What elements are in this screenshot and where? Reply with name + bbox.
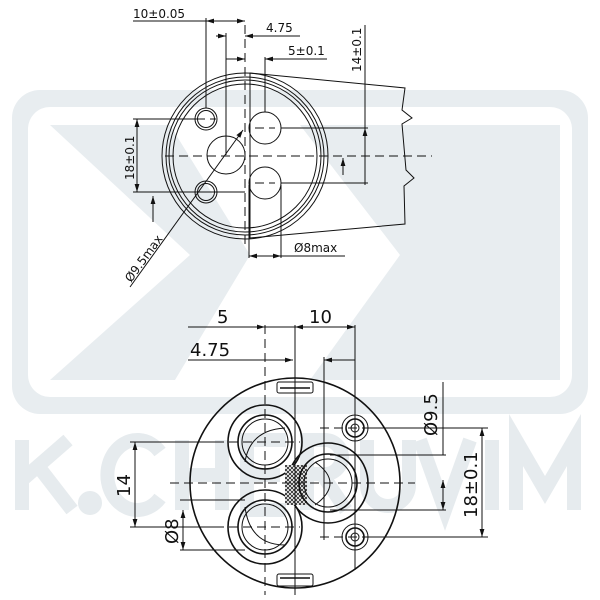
dim-d9-5: Ø9.5 <box>421 393 442 436</box>
dim-5: 5 <box>217 307 228 328</box>
cartridge-body-outline <box>249 72 415 239</box>
dim-14-0-1-top: 14±0.1 <box>350 28 364 72</box>
dim-10-0-05: 10±0.05 <box>133 7 185 21</box>
dim-4-75-top: 4.75 <box>266 21 293 35</box>
dim-18-0-1: 18±0.1 <box>461 451 482 518</box>
dim-5-0-1-top: 5±0.1 <box>288 44 325 58</box>
dim-d8: Ø8 <box>162 518 183 544</box>
dim-d9-5max: Ø9.5max <box>122 232 165 284</box>
watermark-logo <box>12 90 588 531</box>
dim-10: 10 <box>309 307 332 328</box>
dim-14: 14 <box>114 474 135 497</box>
bottom-view: 5 10 4.75 14 Ø8 Ø9.5 18±0.1 <box>114 307 488 595</box>
dim-d8max: Ø8max <box>294 241 337 255</box>
dim-4-75: 4.75 <box>190 340 230 361</box>
port-hole <box>248 111 282 145</box>
port-hole <box>248 166 282 200</box>
dim-18-0-1-top: 18±0.1 <box>123 136 137 180</box>
